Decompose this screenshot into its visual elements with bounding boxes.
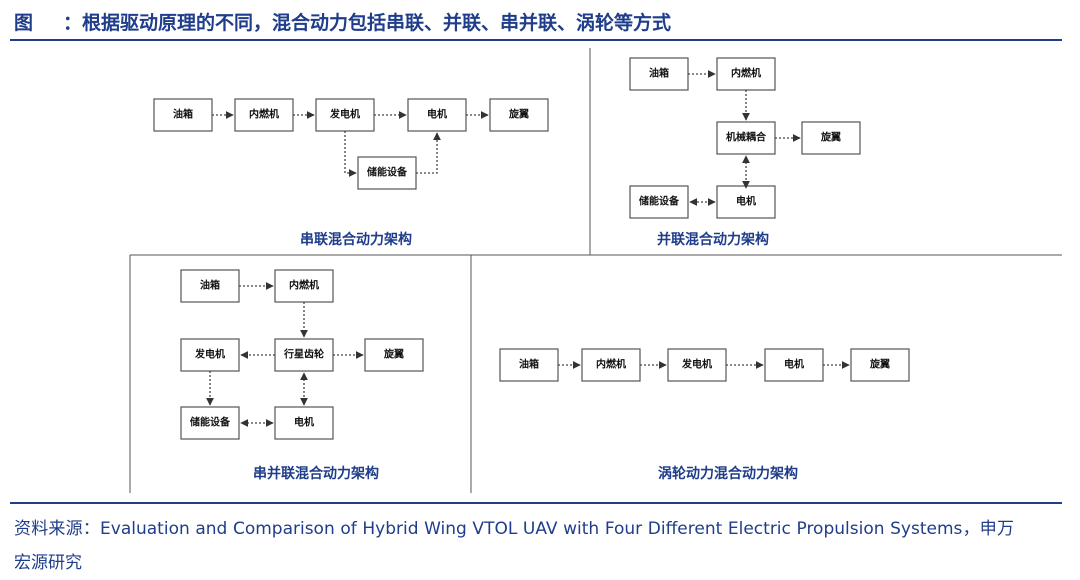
series-storage-label: 储能设备 [366, 166, 408, 179]
turbo-rotor-box: 旋翼 [850, 348, 910, 382]
parallel-rotor-box: 旋翼 [801, 121, 861, 155]
parallel-rotor-label: 旋翼 [820, 131, 841, 144]
figure-title: 图 ：根据驱动原理的不同，混合动力包括串联、并联、串并联、涡轮等方式 [14, 8, 671, 35]
turbo-fuel-label: 油箱 [519, 358, 539, 371]
turbo-motor-box: 电机 [764, 348, 824, 382]
turbo-generator-box: 发电机 [667, 348, 727, 382]
parallel-coupling-label: 机械耦合 [726, 131, 767, 144]
sp-motor-label: 电机 [294, 416, 314, 429]
parallel-storage-box: 储能设备 [629, 185, 689, 219]
panel-series: 油箱 内燃机 发电机 电机 旋翼 储能设备 串联混合动力架构 [153, 98, 549, 248]
figure-label: 图 [14, 12, 34, 34]
series-ice-box: 内燃机 [234, 98, 294, 132]
series-fuel-box: 油箱 [153, 98, 213, 132]
sp-rotor-box: 旋翼 [364, 338, 424, 372]
parallel-fuel-box: 油箱 [629, 57, 689, 91]
series-caption: 串联混合动力架构 [300, 231, 412, 248]
sp-planetary-label: 行星齿轮 [283, 348, 324, 361]
turbo-generator-label: 发电机 [681, 358, 712, 371]
panel-parallel: 油箱 内燃机 机械耦合 旋翼 储能设备 电机 并联混合动力架构 [629, 57, 861, 248]
sp-fuel-label: 油箱 [200, 279, 220, 292]
parallel-motor-label: 电机 [736, 195, 756, 208]
sp-motor-box: 电机 [274, 406, 334, 440]
parallel-ice-label: 内燃机 [731, 67, 761, 80]
turbo-caption: 涡轮动力混合动力架构 [658, 465, 798, 482]
series-ice-label: 内燃机 [249, 108, 279, 121]
sp-planetary-box: 行星齿轮 [274, 338, 334, 372]
source-note: 资料来源：Evaluation and Comparison of Hybrid… [14, 519, 1014, 573]
series-fuel-label: 油箱 [173, 108, 193, 121]
turbo-ice-box: 内燃机 [581, 348, 641, 382]
parallel-coupling-box: 机械耦合 [716, 121, 776, 155]
sp-ice-label: 内燃机 [289, 279, 319, 292]
series-parallel-caption: 串并联混合动力架构 [253, 465, 379, 482]
parallel-fuel-label: 油箱 [649, 67, 669, 80]
series-generator-box: 发电机 [315, 98, 375, 132]
series-storage-box: 储能设备 [357, 156, 417, 190]
title-rule [10, 39, 1062, 41]
turbo-rotor-label: 旋翼 [869, 358, 890, 371]
series-generator-label: 发电机 [329, 108, 360, 121]
sp-rotor-label: 旋翼 [383, 348, 404, 361]
turbo-motor-label: 电机 [784, 358, 804, 371]
series-motor-box: 电机 [407, 98, 467, 132]
series-motor-label: 电机 [427, 108, 447, 121]
sp-fuel-box: 油箱 [180, 269, 240, 303]
parallel-ice-box: 内燃机 [716, 57, 776, 91]
figure-title-text: ：根据驱动原理的不同，混合动力包括串联、并联、串并联、涡轮等方式 [63, 12, 672, 34]
sp-storage-box: 储能设备 [180, 406, 240, 440]
series-rotor-box: 旋翼 [489, 98, 549, 132]
series-rotor-label: 旋翼 [508, 108, 529, 121]
parallel-caption: 并联混合动力架构 [657, 231, 769, 248]
sp-generator-box: 发电机 [180, 338, 240, 372]
panel-turbo: 油箱 内燃机 发电机 电机 旋翼 涡轮动力混合动力架构 [499, 348, 910, 482]
turbo-ice-label: 内燃机 [596, 358, 626, 371]
source-rule [10, 502, 1062, 504]
sp-storage-label: 储能设备 [189, 416, 231, 429]
series-arrow-generator-storage [344, 131, 357, 177]
sp-generator-label: 发电机 [194, 348, 225, 361]
parallel-storage-label: 储能设备 [638, 195, 680, 208]
panel-series-parallel: 油箱 内燃机 发电机 行星齿轮 旋翼 储能设备 电机 串并联混合动力架构 [180, 269, 424, 482]
parallel-motor-box: 电机 [716, 185, 776, 219]
sp-ice-box: 内燃机 [274, 269, 334, 303]
series-arrow-storage-motor [416, 132, 441, 174]
turbo-fuel-box: 油箱 [499, 348, 559, 382]
